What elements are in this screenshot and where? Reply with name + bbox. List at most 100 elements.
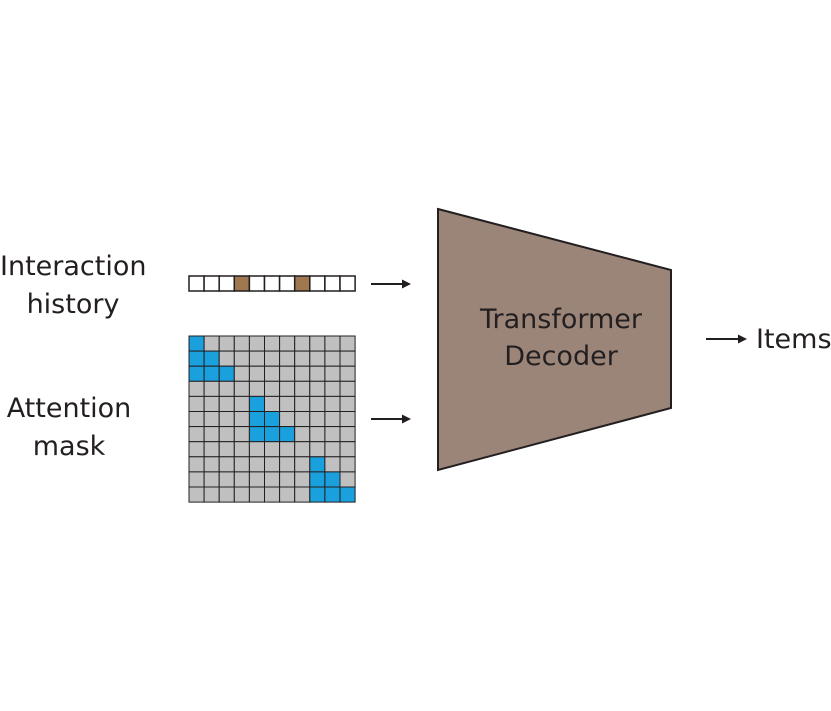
mask-cell-masked [203, 426, 220, 443]
mask-cell-masked [218, 471, 235, 488]
mask-cell-attend [188, 335, 205, 352]
mask-cell-attend [248, 411, 265, 428]
history-item [218, 275, 236, 292]
history-item [203, 275, 220, 292]
mask-cell-masked [203, 441, 220, 458]
mask-cell-masked [294, 411, 311, 428]
history-item [339, 275, 356, 292]
mask-cell-masked [233, 395, 250, 412]
mask-cell-masked [294, 380, 311, 397]
mask-cell-masked [233, 456, 250, 473]
mask-cell-masked [264, 380, 281, 397]
mask-cell-masked [339, 380, 356, 397]
mask-cell-masked [294, 471, 311, 488]
mask-cell-masked [203, 335, 220, 352]
mask-cell-masked [339, 456, 356, 473]
mask-cell-masked [218, 335, 235, 352]
mask-cell-masked [248, 380, 265, 397]
history-item-highlighted [233, 275, 251, 292]
mask-cell-masked [279, 350, 296, 367]
interaction-history-label-line2: history [26, 289, 120, 320]
decoder-label-line2: Decoder [504, 341, 619, 372]
mask-cell-masked [324, 365, 341, 382]
mask-cell-masked [233, 350, 250, 367]
mask-cell-masked [233, 380, 250, 397]
mask-cell-attend [324, 486, 341, 503]
output-items-label: Items [756, 324, 831, 355]
history-item-highlighted [293, 275, 311, 292]
mask-cell-attend [309, 471, 326, 488]
mask-cell-masked [294, 335, 311, 352]
mask-cell-masked [218, 350, 235, 367]
transformer-decoder-block [437, 207, 672, 472]
mask-cell-masked [309, 426, 326, 443]
mask-cell-masked [203, 456, 220, 473]
mask-cell-masked [203, 486, 220, 503]
mask-cell-attend [309, 486, 326, 503]
mask-cell-masked [188, 426, 205, 443]
mask-cell-masked [339, 426, 356, 443]
interaction-history-sequence [188, 275, 356, 292]
mask-cell-masked [279, 395, 296, 412]
mask-cell-masked [218, 426, 235, 443]
mask-cell-masked [264, 486, 281, 503]
mask-cell-masked [324, 411, 341, 428]
mask-cell-masked [248, 441, 265, 458]
mask-cell-masked [203, 411, 220, 428]
mask-cell-masked [294, 456, 311, 473]
mask-cell-attend [279, 426, 296, 443]
mask-cell-masked [264, 350, 281, 367]
mask-cell-masked [188, 380, 205, 397]
mask-cell-masked [324, 395, 341, 412]
mask-cell-attend [339, 486, 356, 503]
mask-cell-masked [339, 335, 356, 352]
mask-cell-masked [233, 441, 250, 458]
mask-cell-masked [218, 395, 235, 412]
mask-cell-masked [339, 350, 356, 367]
mask-cell-masked [279, 471, 296, 488]
mask-cell-masked [218, 486, 235, 503]
mask-cell-masked [324, 335, 341, 352]
mask-cell-masked [188, 441, 205, 458]
interaction-history-label: Interaction history [0, 248, 146, 324]
mask-cell-attend [309, 456, 326, 473]
mask-cell-masked [324, 426, 341, 443]
mask-cell-masked [309, 441, 326, 458]
mask-cell-masked [264, 335, 281, 352]
mask-cell-masked [279, 486, 296, 503]
mask-cell-masked [309, 411, 326, 428]
decoder-label-line1: Transformer [479, 304, 643, 335]
mask-cell-masked [188, 471, 205, 488]
history-item [324, 275, 341, 292]
output-arrow [706, 334, 747, 344]
mask-cell-masked [279, 456, 296, 473]
mask-cell-masked [279, 335, 296, 352]
mask-cell-masked [203, 395, 220, 412]
mask-cell-masked [324, 380, 341, 397]
mask-cell-masked [339, 411, 356, 428]
attention-mask-label: Attention mask [0, 390, 138, 466]
mask-cell-attend [203, 365, 220, 382]
interaction-history-label-line1: Interaction [0, 251, 147, 282]
history-item [248, 275, 266, 292]
mask-cell-masked [264, 395, 281, 412]
mask-cell-masked [248, 486, 265, 503]
history-item [188, 275, 205, 292]
mask-cell-masked [188, 395, 205, 412]
mask-cell-masked [339, 471, 356, 488]
mask-cell-masked [324, 456, 341, 473]
attention-mask-grid [188, 335, 356, 503]
mask-cell-masked [309, 365, 326, 382]
mask-arrow [371, 414, 411, 424]
mask-cell-attend [324, 471, 341, 488]
mask-cell-masked [339, 441, 356, 458]
mask-cell-masked [279, 441, 296, 458]
mask-cell-masked [248, 350, 265, 367]
mask-cell-masked [233, 471, 250, 488]
mask-cell-masked [264, 471, 281, 488]
mask-cell-masked [309, 335, 326, 352]
mask-cell-masked [294, 426, 311, 443]
mask-cell-masked [339, 365, 356, 382]
mask-cell-masked [233, 426, 250, 443]
